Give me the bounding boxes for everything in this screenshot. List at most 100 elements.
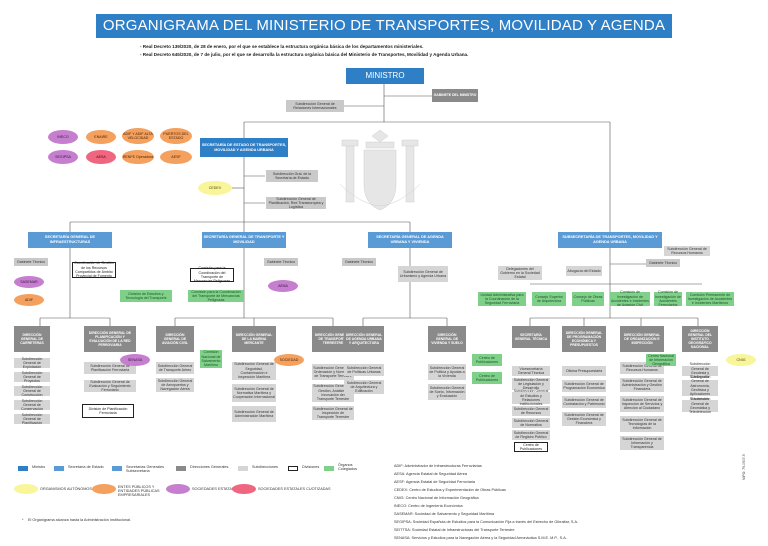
green-subsec-1[interactable]: Unidad Administrativa para la Coordinaci… — [478, 292, 526, 306]
dg-programacion-economica-box[interactable]: DIRECCIÓN GENERAL DE PROGRAMACIÓN ECONÓM… — [562, 326, 606, 352]
green-sgt-2[interactable]: Centro de Publicaciones — [472, 372, 502, 384]
sg-seguridad-maritima[interactable]: Subdirección General de Seguridad, Conta… — [232, 362, 276, 380]
sg-carreteras-3[interactable]: Subdirección General de Construcción — [14, 385, 50, 397]
dgpe-sub-4[interactable]: Subdirección General de Gestión Económic… — [562, 412, 606, 426]
oval-cedex[interactable]: CEDEX — [198, 181, 232, 195]
sg-evaluacion-ferroviaria[interactable]: Subdirección General de Evaluación y Seg… — [84, 380, 136, 392]
sgt-box[interactable]: SECRETARÍA GENERAL TÉCNICA — [512, 326, 550, 348]
sg-carreteras-1[interactable]: Subdirección General de Explotación — [14, 357, 50, 369]
dg-ign-box[interactable]: DIRECCIÓN GENERAL DEL INSTITUTO GEOGRÁFI… — [682, 326, 718, 352]
green-subsec-3[interactable]: Consejo de Obras Públicas — [572, 292, 604, 306]
sgt-sub-3[interactable]: Subdirección General de Estudios y Relac… — [512, 389, 550, 407]
sgt-sub-2[interactable]: Subdirección General de Legislación y De… — [512, 377, 550, 391]
dgoi-sub-4[interactable]: Subdirección General de Tecnologías de l… — [620, 416, 664, 432]
sg-planificacion-box[interactable]: Subdirección General de Planificación, R… — [266, 197, 326, 209]
oval-adif[interactable]: ADIF Y ADIF ALTA VELOCIDAD — [122, 128, 154, 144]
dgoi-sub-3[interactable]: Subdirección General de Inspección de Se… — [620, 396, 664, 412]
abbr-item: CEDEX: Centro de Estudios y Experimentac… — [394, 488, 506, 492]
sg-transporte-aereo[interactable]: Subdirección General de Transporte Aéreo — [156, 362, 194, 374]
ign-sub-2[interactable]: Subdirección General de Astronomía, Geof… — [682, 375, 718, 401]
sg-planif-ferroviaria[interactable]: Subdirección General de Planificación Fe… — [84, 362, 136, 374]
ministro-box[interactable]: MINISTRO — [346, 68, 424, 84]
dgpe-sub-1[interactable]: Oficina Presupuestaria — [562, 366, 606, 376]
sgt-sub-6[interactable]: Subdirección General de Registro Público — [512, 430, 550, 440]
oval-aena[interactable]: AENA — [268, 280, 298, 292]
green-transp-2[interactable]: Comisión para la Coordinación del Transp… — [188, 290, 244, 302]
dgpe-sub-3[interactable]: Subdirección General de Contratación y P… — [562, 396, 606, 408]
gabinete-agenda-box[interactable]: Gabinete Técnico — [342, 258, 376, 266]
delegaciones-box[interactable]: Delegaciones del Gobierno en la Sociedad… — [498, 266, 542, 280]
subsecretaria-box[interactable]: SUBSECRETARÍA DE TRANSPORTES, MOVILIDAD … — [558, 232, 662, 248]
legend-swatch-ministro — [18, 466, 28, 471]
oval-renfe[interactable]: RENFE Operadora — [122, 150, 154, 164]
legend-subdir: Subdirecciones — [252, 465, 278, 469]
sg-secretaria-estado-box[interactable]: Subdirección Gral. de la Secretaría de E… — [266, 170, 318, 182]
sg-relaciones-box[interactable]: Subdirección General de Relaciones Inter… — [286, 100, 344, 112]
centro-publicaciones[interactable]: Centro de Publicaciones — [514, 442, 548, 452]
dg-agenda-urbana-box[interactable]: DIRECCIÓN GENERAL DE AGENDA URBANA Y ARQ… — [344, 326, 384, 352]
sg-transporte-box[interactable]: SECRETARÍA GENERAL DE TRANSPORTE Y MOVIL… — [202, 232, 286, 248]
sg-politicas-urbanas[interactable]: Subdirección General de Políticas Urbana… — [344, 364, 384, 376]
legend-oval-purple — [166, 484, 190, 494]
sgt-sub-5[interactable]: Subdirección General de Normativa — [512, 418, 550, 428]
green-cnig[interactable]: Centro Nacional de Información Geográfic… — [646, 354, 676, 366]
green-subsec-5[interactable]: Comisión de Investigación de Accidentes … — [654, 290, 682, 308]
oval-aesf[interactable]: AESF — [160, 150, 192, 164]
sg-infraestructuras-box[interactable]: SECRETARÍA GENERAL DE INFRAESTRUCTURAS — [28, 232, 112, 248]
sg-carreteras-2[interactable]: Subdirección General de Proyectos — [14, 371, 50, 383]
gabinete-subsec-box[interactable]: Gabinete Técnico — [646, 259, 680, 267]
dg-organizacion-inspeccion-box[interactable]: DIRECCIÓN GENERAL DE ORGANIZACIÓN E INSP… — [620, 326, 664, 352]
sg-gestion-terrestre[interactable]: Subdirección General de Gestión, Análisi… — [312, 384, 354, 402]
oval-enaire[interactable]: ENAIRE — [86, 130, 116, 144]
coord-recursos-box[interactable]: Coordinación de Gestión de los Recursos … — [72, 261, 116, 278]
dg-aviacion-civil-box[interactable]: DIRECCIÓN GENERAL DE AVIACIÓN CIVIL — [156, 326, 194, 352]
comision-coord-box[interactable]: Comisión para la Coordinación del Transp… — [190, 266, 234, 283]
oval-sasemar[interactable]: SASEMAR — [14, 276, 44, 288]
sgt-sub-4[interactable]: Subdirección General de Recursos — [512, 406, 550, 416]
sg-inspeccion-terrestre[interactable]: Subdirección General de Inspección de Tr… — [312, 406, 354, 420]
dgpe-sub-2[interactable]: Subdirección General de Programación Eco… — [562, 380, 606, 392]
sg-agenda-urbana-box[interactable]: SECRETARÍA GENERAL DE AGENDA URBANA Y VI… — [368, 232, 452, 248]
dg-marina-mercante-box[interactable]: DIRECCIÓN GENERAL DE LA MARINA MERCANTE — [232, 326, 276, 352]
sg-urbanismo-box[interactable]: Subdirección General de Urbanismo y Agen… — [398, 266, 448, 282]
oval-cnig[interactable]: CNIG — [726, 354, 756, 366]
dg-carreteras-box[interactable]: DIRECCIÓN GENERAL DE CARRETERAS — [14, 326, 50, 352]
sg-administracion-maritima[interactable]: Subdirección General de Administración M… — [232, 406, 276, 422]
sg-ordenacion-terrestre[interactable]: Subdirección General de Ordenación y Nor… — [312, 364, 354, 380]
oval-adif-2[interactable]: ADIF — [14, 294, 44, 306]
green-transp-1[interactable]: División de Estudios y Tecnología del Tr… — [120, 290, 172, 302]
seitma-box[interactable]: SECRETARÍA DE ESTADO DE TRANSPORTES, MOV… — [200, 138, 288, 157]
dgoi-sub-5[interactable]: Subdirección General de Información y Tr… — [620, 436, 664, 450]
dg-planificacion-ferroviaria-box[interactable]: DIRECCIÓN GENERAL DE PLANIFICACIÓN Y EVA… — [84, 326, 136, 352]
sg-normativa-maritima[interactable]: Subdirección General de Normativa Maríti… — [232, 384, 276, 402]
oval-segipsa[interactable]: SEGIPSA — [48, 150, 78, 164]
oval-senasa[interactable]: SENASA — [120, 354, 150, 366]
dg-vivienda-suelo-box[interactable]: DIRECCIÓN GENERAL DE VIVIENDA Y SUELO — [428, 326, 466, 352]
green-sgt-1[interactable]: Centro de Publicaciones — [472, 354, 502, 366]
division-planif-ferroviaria[interactable]: División de Planificación Ferroviaria — [82, 404, 134, 418]
sg-aeropuertos[interactable]: Subdirección General de Aeropuertos y Na… — [156, 378, 194, 392]
sg-rrhh-right[interactable]: Subdirección General de Recursos Humanos — [664, 246, 710, 256]
ign-sub-3[interactable]: Subdirección General de Geomática y Tele… — [682, 397, 718, 414]
oval-aesa[interactable]: AESA — [86, 150, 116, 164]
sg-arquitectura[interactable]: Subdirección General de Arquitectura y E… — [344, 380, 384, 394]
sg-ayudas-vivienda[interactable]: Subdirección General de Política y Ayuda… — [428, 364, 466, 380]
sg-suelo-informacion[interactable]: Subdirección General de Suelo, Informaci… — [428, 384, 466, 400]
oval-ineco[interactable]: INECO — [48, 130, 78, 144]
dgoi-sub-2[interactable]: Subdirección General de Administración y… — [620, 378, 664, 392]
gabinete-ministro-box[interactable]: GABINETE DEL MINISTRO — [432, 89, 478, 102]
green-salvamento[interactable]: Comisión Nacional de Salvamento Marítimo — [200, 350, 222, 368]
abbr-item: SASEMAR: Sociedad de Salvamento y Seguri… — [394, 512, 495, 516]
green-subsec-2[interactable]: Consejo Superior de Arquitectura — [532, 292, 566, 306]
gabinete-infra-box[interactable]: Gabinete Técnico — [14, 258, 48, 266]
sg-carreteras-4[interactable]: Subdirección General de Conservación — [14, 399, 50, 411]
sg-carreteras-5[interactable]: Subdirección General de Planificación — [14, 413, 50, 425]
legend-note: El Organigrama alcanza hasta la Administ… — [28, 518, 131, 522]
green-subsec-6[interactable]: Comisión Permanente de Investigación de … — [686, 292, 734, 306]
oval-sociedad[interactable]: SOCIEDAD — [274, 354, 304, 366]
oval-puertos[interactable]: PUERTOS DEL ESTADO — [160, 128, 192, 144]
gabinete-transp-box[interactable]: Gabinete Técnico — [264, 258, 298, 266]
sgt-sub-1[interactable]: Vicesecretaría General Técnica — [512, 366, 550, 376]
green-subsec-4[interactable]: Comisión de Investigación de Accidentes … — [610, 290, 650, 308]
abogacia-box[interactable]: Abogacía del Estado — [566, 266, 602, 276]
